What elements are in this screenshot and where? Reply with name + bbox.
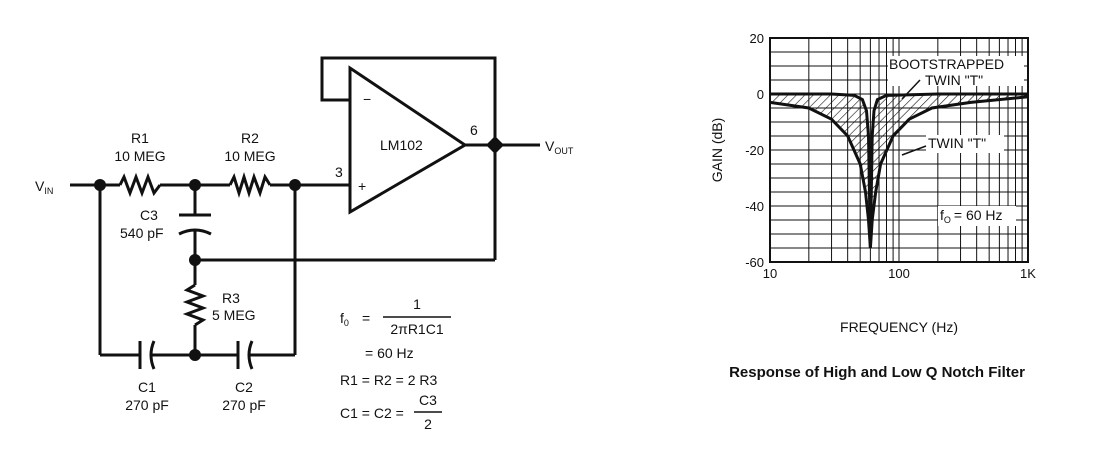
resistor-r2 <box>228 171 272 199</box>
response-difference-area <box>770 94 1028 248</box>
annotation-bootstrapped-line2: TWIN "T" <box>925 72 983 88</box>
resistor-r1 <box>118 172 162 198</box>
junction-dot <box>189 349 201 361</box>
x-tick-label: 10 <box>763 266 777 281</box>
y-tick-labels: 20 0 -20 -40 -60 <box>745 31 764 270</box>
junction-dot <box>94 179 106 191</box>
resistor-relation: R1 = R2 = 2 R3 <box>340 372 437 388</box>
notch-response-chart: 10 100 1K 20 0 -20 -40 -60 FREQUENCY (Hz) GAIN… <box>709 31 1036 335</box>
opamp-pin-in: 3 <box>335 164 343 180</box>
junction-dot <box>189 179 201 191</box>
f0-equals: = <box>362 310 370 326</box>
opamp-name: LM102 <box>380 137 423 153</box>
annotation-bg <box>926 135 1004 153</box>
r3-value: 5 MEG <box>212 307 256 323</box>
r1-name: R1 <box>131 130 149 146</box>
annotation-bg <box>888 56 1024 86</box>
notch-filter-circuit: − + LM102 3 6 VIN VOUT R1 10 MEG R2 10 M… <box>35 56 574 432</box>
r2-name: R2 <box>241 130 259 146</box>
capacitor-c2-plate-right <box>247 340 254 370</box>
c3-name: C3 <box>140 207 158 223</box>
opamp-triangle <box>348 65 468 215</box>
y-tick-label: -60 <box>745 255 764 270</box>
r1-value: 10 MEG <box>114 148 165 164</box>
f0-numerator: 1 <box>413 296 421 312</box>
r2-value: 10 MEG <box>224 148 275 164</box>
f0-denominator: 2πR1C1 <box>390 321 443 337</box>
y-tick-label: 0 <box>757 87 764 102</box>
design-formulas: f0 = 1 2πR1C1 = 60 Hz R1 = R2 = 2 R3 C1 … <box>340 296 451 432</box>
c1-name: C1 <box>138 379 156 395</box>
y-axis-label: GAIN (dB) <box>709 118 725 183</box>
x-tick-labels: 10 100 1K <box>763 266 1037 281</box>
opamp-minus-sign: − <box>363 91 371 107</box>
junction-dot <box>486 136 504 154</box>
c1-value: 270 pF <box>125 397 169 413</box>
y-tick-label: 20 <box>750 31 764 46</box>
r3-name: R3 <box>222 290 240 306</box>
y-tick-label: -20 <box>745 143 764 158</box>
resistor-r3 <box>182 283 208 327</box>
annotation-bootstrapped-arrow <box>901 79 921 100</box>
vout-label: VOUT <box>545 138 574 156</box>
f0-value: = 60 Hz <box>365 345 414 361</box>
f0-lhs: f0 <box>340 310 349 328</box>
c2-name: C2 <box>235 379 253 395</box>
capacitor-relation-numerator: C3 <box>419 392 437 408</box>
capacitor-relation-lhs: C1 = C2 = <box>340 405 404 421</box>
annotation-bg <box>938 206 1016 226</box>
capacitor-c1-plate-right <box>149 340 156 370</box>
x-axis-label: FREQUENCY (Hz) <box>840 319 958 335</box>
y-tick-label: -40 <box>745 199 764 214</box>
annotation-bootstrapped-line1: BOOTSTRAPPED <box>889 56 1004 72</box>
opamp-plus-sign: + <box>358 178 366 194</box>
junction-dot <box>289 179 301 191</box>
series-twin-t <box>769 95 1029 249</box>
annotation-f0: fO= 60 Hz <box>940 207 1003 225</box>
annotation-twin-t: TWIN "T" <box>928 135 986 151</box>
capacitor-relation-denominator: 2 <box>424 416 432 432</box>
c2-value: 270 pF <box>222 397 266 413</box>
chart-caption: Response of High and Low Q Notch Filter <box>729 364 1025 381</box>
junction-dot <box>189 254 201 266</box>
x-tick-label: 100 <box>888 266 910 281</box>
c3-value: 540 pF <box>120 225 164 241</box>
capacitor-c3-plate-bottom <box>178 228 212 236</box>
opamp-pin-out: 6 <box>470 122 478 138</box>
vin-label: VIN <box>35 178 53 196</box>
x-tick-label: 1K <box>1020 266 1036 281</box>
wire-opamp-feedback <box>320 56 497 145</box>
annotation-twin-t-arrow <box>901 145 927 156</box>
